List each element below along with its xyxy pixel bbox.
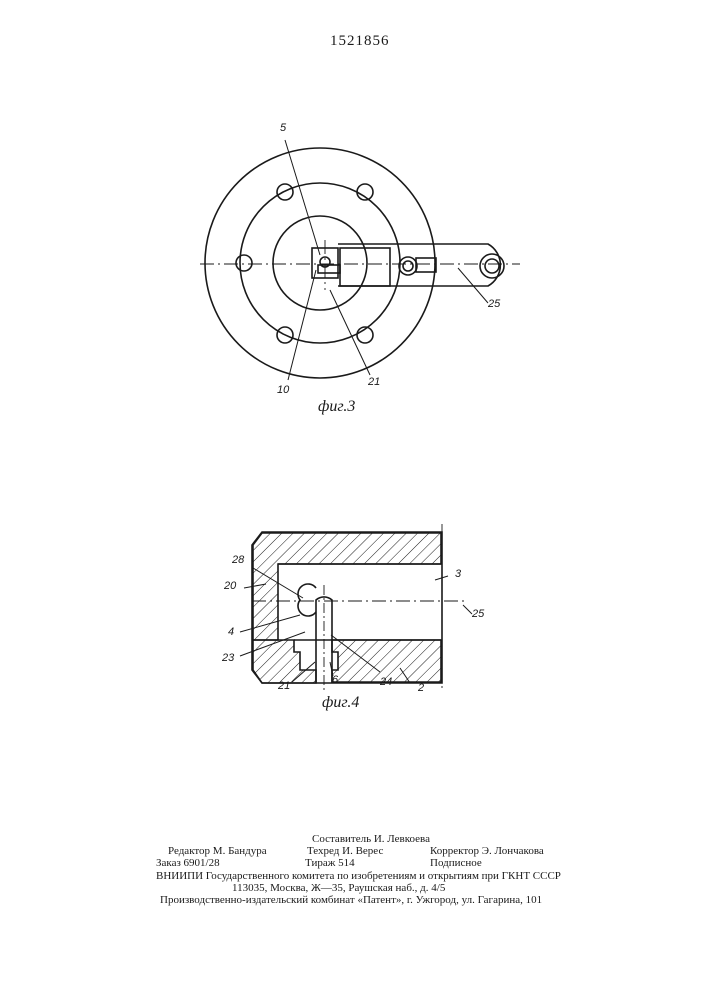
fig4-label-6: 6: [332, 674, 338, 686]
roller-inner: [403, 261, 413, 271]
lever-pivot-inner: [485, 259, 499, 273]
fig3-label-10: 10: [277, 384, 289, 396]
figure-4-drawing: [252, 532, 442, 690]
housing-bottom-wall: [253, 640, 316, 683]
fig4-label-25: 25: [472, 608, 484, 620]
fig4-label-28: 28: [232, 554, 244, 566]
bolt-hole: [277, 184, 293, 200]
housing-top-wall: [253, 533, 441, 640]
fig4-label-20: 20: [224, 580, 236, 592]
leader-25-fig4: [463, 605, 472, 614]
hook-tip: [298, 584, 316, 616]
fig4-caption: фиг.4: [322, 694, 359, 712]
leader-21: [330, 290, 370, 375]
imprint-organization: ВНИИПИ Государственного комитета по изоб…: [156, 870, 561, 882]
imprint-corrector: Корректор Э. Лончакова: [430, 845, 544, 857]
fig4-label-21: 21: [278, 680, 290, 692]
roller: [399, 257, 417, 275]
imprint-subscription: Подписное: [430, 857, 482, 869]
fig4-label-2: 2: [418, 682, 424, 694]
fig4-label-24: 24: [380, 676, 392, 688]
roller-axle: [416, 258, 436, 272]
lever-arm: [338, 244, 500, 286]
bolt-hole: [236, 255, 252, 271]
fig3-label-25: 25: [488, 298, 500, 310]
fig3-caption: фиг.3: [318, 398, 355, 416]
imprint-compiler: Составитель И. Левкоева: [312, 833, 430, 845]
fig4-label-4: 4: [228, 626, 234, 638]
fig3-label-5: 5: [280, 122, 286, 134]
imprint-address: 113035, Москва, Ж—35, Раушская наб., д. …: [232, 882, 445, 894]
lever-block: [340, 248, 390, 286]
imprint-techred: Техред И. Верес: [307, 845, 383, 857]
leader-10: [288, 270, 316, 380]
imprint-circulation: Тираж 514: [305, 857, 355, 869]
fig4-label-3: 3: [455, 568, 461, 580]
imprint-editor: Редактор М. Бандура: [168, 845, 267, 857]
imprint-order: Заказ 6901/28: [156, 857, 220, 869]
fig3-label-21: 21: [368, 376, 380, 388]
fig4-label-23: 23: [222, 652, 234, 664]
imprint-printer: Производственно-издательский комбинат «П…: [160, 894, 542, 906]
